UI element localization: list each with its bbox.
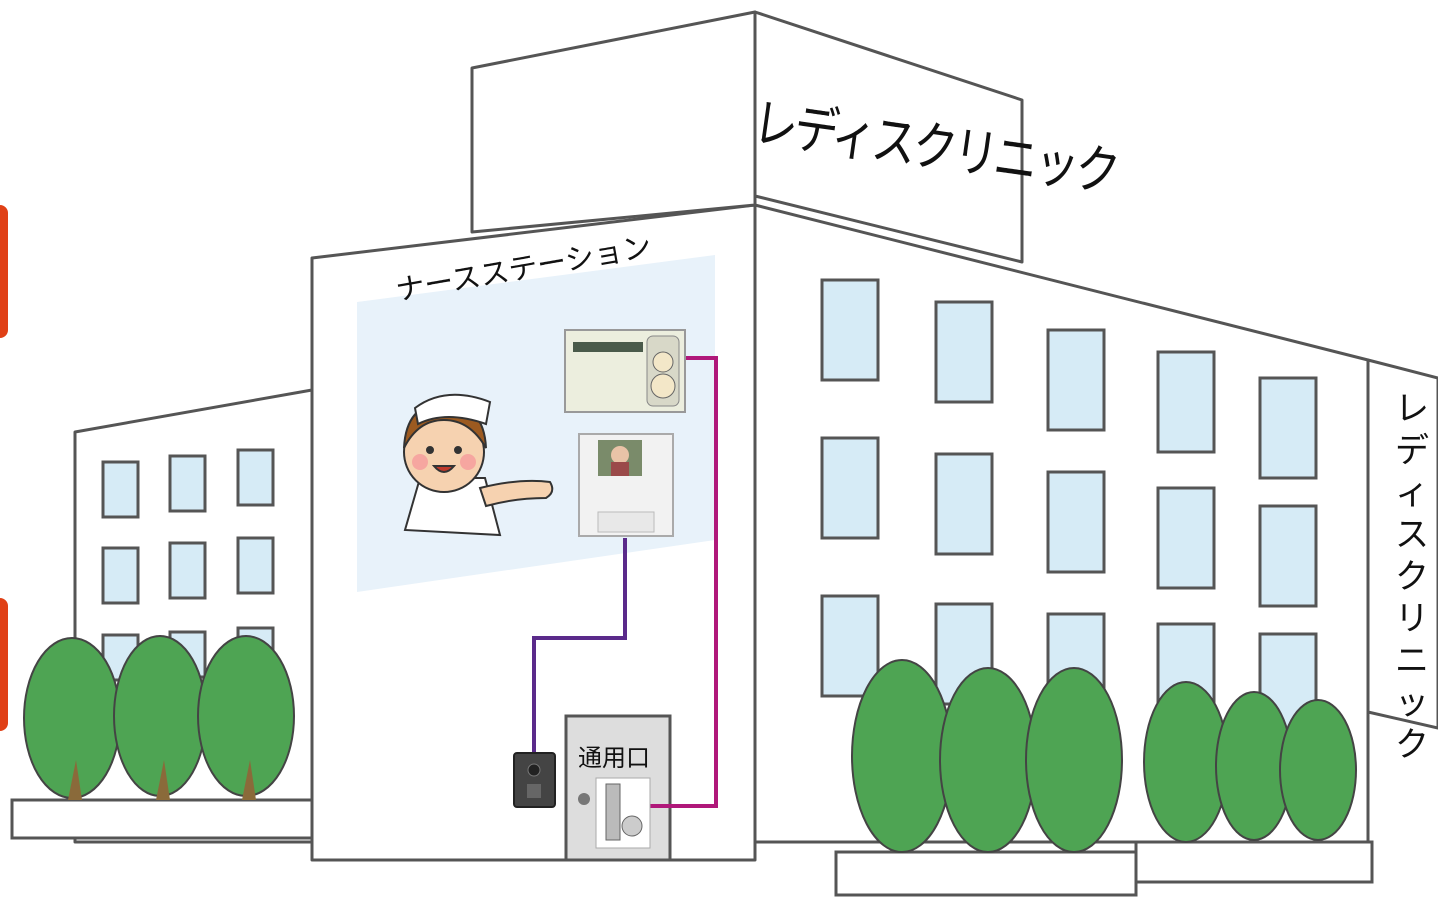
electric-lock-icon bbox=[595, 777, 651, 849]
window bbox=[1046, 470, 1106, 574]
window bbox=[934, 300, 994, 404]
window bbox=[236, 536, 275, 595]
window bbox=[820, 436, 880, 540]
side-sign-text: レディスクリニック bbox=[1395, 389, 1429, 765]
window bbox=[101, 460, 140, 519]
side-sign-board bbox=[1366, 358, 1438, 730]
window bbox=[236, 448, 275, 507]
window bbox=[101, 546, 140, 605]
nurse-call-panel-icon bbox=[564, 329, 686, 413]
window bbox=[820, 278, 880, 382]
window bbox=[1258, 376, 1318, 480]
purple-wire bbox=[532, 538, 627, 755]
window bbox=[1258, 504, 1318, 608]
window bbox=[934, 452, 994, 556]
entrance-label: 通用口 bbox=[578, 744, 650, 772]
roof-block-front bbox=[470, 10, 757, 234]
door-knob bbox=[578, 793, 590, 805]
nurse-illustration bbox=[403, 393, 554, 537]
window bbox=[168, 541, 207, 600]
right-trees bbox=[834, 659, 1374, 897]
window bbox=[168, 454, 207, 513]
window bbox=[820, 594, 880, 698]
roof-block-side bbox=[753, 10, 1024, 264]
window bbox=[1156, 350, 1216, 454]
accent-tab-lower bbox=[0, 598, 8, 731]
window bbox=[1046, 328, 1106, 432]
video-intercom-monitor-icon bbox=[578, 433, 674, 537]
door-camera-station-icon bbox=[513, 752, 556, 808]
accent-tab-upper bbox=[0, 205, 8, 338]
magenta-wire bbox=[648, 356, 718, 808]
window bbox=[1156, 486, 1216, 590]
left-trees bbox=[10, 635, 314, 840]
